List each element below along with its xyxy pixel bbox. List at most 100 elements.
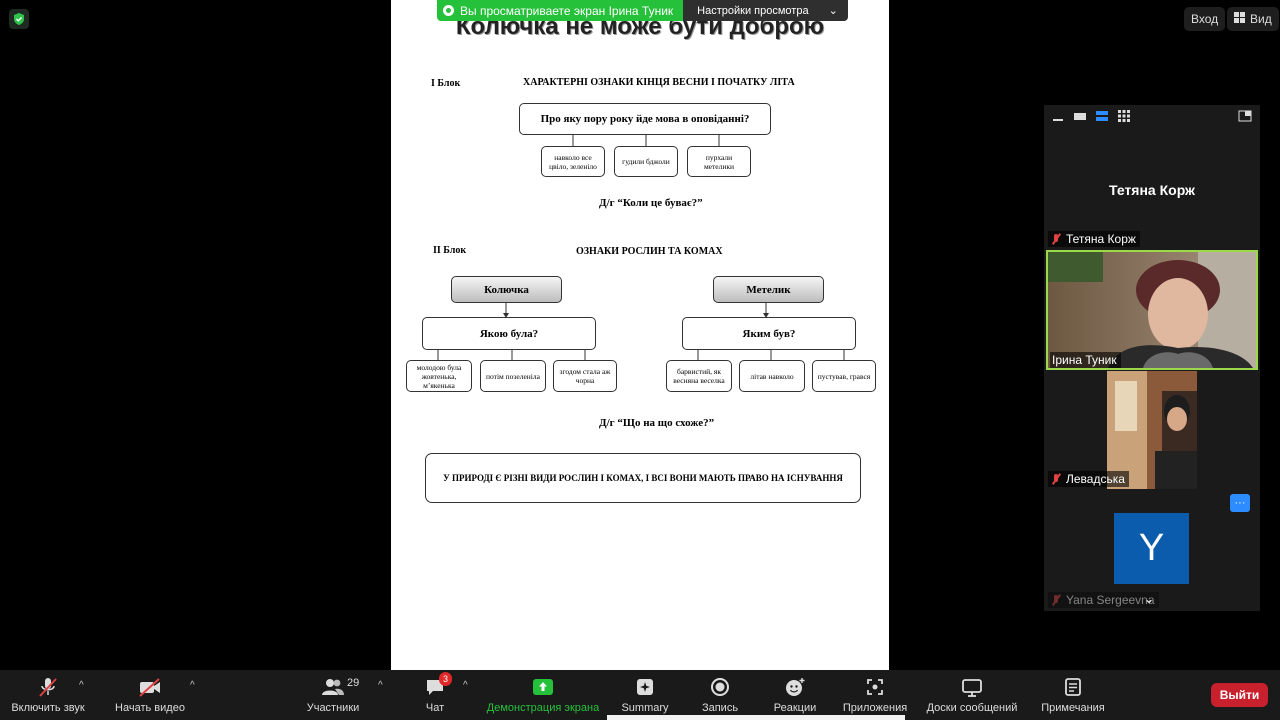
- participant-name-tag: Тетяна Корж: [1048, 231, 1140, 247]
- chat-options-caret-icon[interactable]: ^: [463, 680, 468, 691]
- metelyk-question-box: Яким був?: [682, 317, 856, 350]
- block1-answer-box: навколо все цвіло, зеленіло: [541, 146, 605, 177]
- avatar-letter: Y: [1138, 527, 1165, 569]
- metelyk-answer: барвистий, як весняна веселка: [673, 367, 725, 385]
- block1-question: Про яку пору року йде мова в оповіданні?: [540, 113, 750, 125]
- grid-view-icon: [1234, 12, 1245, 26]
- metelyk-header: Метелик: [746, 283, 791, 296]
- whiteboard-icon: [961, 676, 983, 698]
- start-video-label: Начать видео: [115, 702, 185, 714]
- more-options-icon[interactable]: ···: [1230, 494, 1250, 512]
- block1-label: I Блок: [431, 78, 461, 89]
- meeting-toolbar: Включить звук ^ Начать видео ^ Участники…: [0, 670, 1280, 720]
- participant-name-large: Тетяна Корж: [1108, 182, 1195, 198]
- participants-video-panel: Тетяна Корж Тетяна Корж: [1044, 105, 1260, 611]
- participants-count: 29: [347, 677, 360, 689]
- mic-muted-icon: [1050, 233, 1062, 245]
- viewing-text: Вы просматриваете экран Ірина Туник: [460, 3, 674, 18]
- game2-title: Д/г “Що на що схоже?”: [599, 417, 715, 429]
- participant-tile-active-speaker[interactable]: Ірина Туник: [1046, 250, 1258, 370]
- participant-video: [1048, 252, 1256, 368]
- summary-sparkle-icon: [635, 676, 655, 698]
- shared-screen-document: Колючка не може бути доброю I Блок ХАРАК…: [391, 0, 889, 670]
- metelyk-header-box: Метелик: [713, 276, 824, 303]
- metelyk-answer-box: барвистий, як весняна веселка: [666, 360, 732, 392]
- whiteboards-label: Доски сообщений: [926, 702, 1018, 714]
- apps-icon: [865, 676, 885, 698]
- participant-name-tag: Левадська: [1048, 471, 1129, 487]
- video-off-icon: [138, 676, 162, 698]
- metelyk-answer: пустував, грався: [817, 371, 871, 381]
- record-icon: [710, 676, 730, 698]
- whiteboards-button[interactable]: Доски сообщений: [922, 670, 1022, 720]
- participant-tile[interactable]: Y ··· Yana Sergeevna ⌄: [1046, 490, 1258, 610]
- view-options-dropdown[interactable]: Настройки просмотра ⌄: [683, 0, 848, 21]
- participant-video: [1107, 371, 1197, 489]
- conclusion-text: У ПРИРОДІ Є РІЗНІ ВИДИ РОСЛИН І КОМАХ, І…: [443, 473, 843, 483]
- summary-label: Summary: [621, 702, 669, 714]
- block2-label: II Блок: [433, 245, 467, 256]
- unmute-label: Включить звук: [11, 702, 85, 714]
- signin-button[interactable]: Вход: [1184, 7, 1226, 31]
- participant-name-tag: Ірина Туник: [1050, 352, 1121, 368]
- kolyuchka-answer-box: потім позеленіла: [480, 360, 546, 392]
- gallery-grid-icon[interactable]: [1118, 109, 1130, 127]
- video-options-caret-icon[interactable]: ^: [190, 680, 195, 691]
- security-shield-icon[interactable]: [9, 9, 29, 29]
- minimize-icon[interactable]: [1052, 109, 1064, 127]
- side-by-side-icon[interactable]: [1096, 109, 1108, 127]
- unmute-button[interactable]: Включить звук: [8, 670, 88, 720]
- block1-answer: навколо все цвіло, зеленіло: [549, 152, 597, 171]
- notes-button[interactable]: Примечания: [1036, 670, 1110, 720]
- share-screen-icon: [532, 676, 554, 698]
- record-button[interactable]: Запись: [695, 670, 745, 720]
- block1-answer: пурхали метелики: [703, 152, 735, 171]
- kolyuchka-answer-box: молодою була жовтенька, м’якенька: [406, 360, 472, 392]
- view-label: Вид: [1250, 12, 1272, 26]
- participants-options-caret-icon[interactable]: ^: [378, 680, 383, 691]
- kolyuchka-answer: згодом стала аж чорна: [559, 367, 611, 385]
- chat-button[interactable]: Чат: [410, 670, 460, 720]
- participants-icon: [321, 676, 345, 698]
- conclusion-box: У ПРИРОДІ Є РІЗНІ ВИДИ РОСЛИН І КОМАХ, І…: [425, 453, 861, 503]
- kolyuchka-question: Якою була?: [479, 327, 539, 340]
- participant-name-tag: Yana Sergeevna: [1048, 592, 1159, 608]
- popout-icon[interactable]: [1238, 109, 1252, 127]
- participant-tile[interactable]: Тетяна Корж Тетяна Корж: [1046, 132, 1258, 249]
- reactions-button[interactable]: Реакции: [765, 670, 825, 720]
- signin-label: Вход: [1191, 12, 1219, 26]
- participant-name: Yana Sergeevna: [1066, 593, 1155, 607]
- kolyuchka-header-box: Колючка: [451, 276, 562, 303]
- screen-share-banner: Вы просматриваете экран Ірина Туник Наст…: [437, 0, 848, 21]
- block1-answer-box: гудили бджоли: [614, 146, 678, 177]
- kolyuchka-header: Колючка: [484, 283, 529, 296]
- block1-title: ХАРАКТЕРНІ ОЗНАКИ КІНЦЯ ВЕСНИ І ПОЧАТКУ …: [523, 77, 795, 88]
- chat-icon: [425, 676, 445, 698]
- apps-button[interactable]: Приложения: [838, 670, 912, 720]
- audio-options-caret-icon[interactable]: ^: [79, 680, 84, 691]
- kolyuchka-question-box: Якою була?: [422, 317, 596, 350]
- share-screen-button[interactable]: Демонстрация экрана: [481, 670, 605, 720]
- block2-title: ОЗНАКИ РОСЛИН ТА КОМАХ: [576, 246, 723, 257]
- metelyk-question: Яким був?: [742, 327, 796, 340]
- participant-name: Левадська: [1066, 472, 1125, 486]
- block1-question-box: Про яку пору року йде мова в оповіданні?: [519, 103, 771, 135]
- participants-button[interactable]: Участники: [298, 670, 368, 720]
- diagram-connectors: [437, 134, 845, 360]
- toolbar-scroll-indicator: [607, 715, 905, 720]
- reactions-emoji-icon: [784, 676, 806, 698]
- speaker-strip-icon[interactable]: [1074, 109, 1086, 127]
- chevron-down-icon: ⌄: [828, 5, 838, 17]
- scroll-down-chevron-icon[interactable]: ⌄: [1144, 592, 1155, 606]
- viewing-indicator: Вы просматриваете экран Ірина Туник: [437, 0, 684, 21]
- summary-button[interactable]: Summary: [615, 670, 675, 720]
- chat-label: Чат: [425, 702, 445, 714]
- kolyuchka-answer: потім позеленіла: [486, 371, 540, 381]
- view-button[interactable]: Вид: [1227, 7, 1279, 31]
- block1-answer: гудили бджоли: [622, 157, 670, 166]
- participant-tile[interactable]: Левадська: [1046, 371, 1258, 489]
- start-video-button[interactable]: Начать видео: [110, 670, 190, 720]
- mic-muted-icon: [1050, 473, 1062, 485]
- leave-meeting-button[interactable]: Выйти: [1211, 683, 1268, 707]
- notes-icon: [1064, 676, 1082, 698]
